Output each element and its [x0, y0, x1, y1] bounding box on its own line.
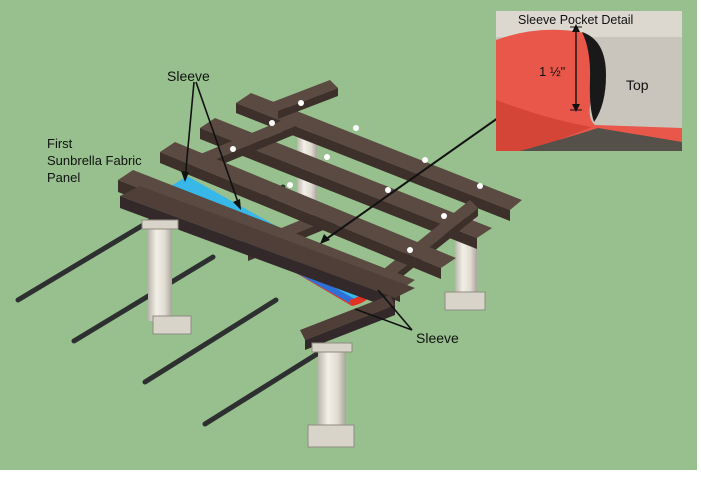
- first-panel-label-line1: First: [47, 136, 73, 151]
- inset-top-label: Top: [626, 77, 649, 93]
- support-rods: [15, 184, 328, 427]
- sleeve-label-top: Sleeve: [167, 68, 210, 84]
- main-beam-back: [236, 93, 522, 221]
- column-front-left: [141, 219, 192, 335]
- column-front-center: [307, 342, 355, 448]
- sleeve-label-bottom: Sleeve: [416, 330, 459, 346]
- inset-measurement: 1 ½": [539, 64, 566, 79]
- bolt-dots: [230, 100, 483, 253]
- sleeve-pocket-inset: Sleeve Pocket Detail 1 ½" Top: [496, 11, 682, 151]
- first-panel-label-line2: Sunbrella Fabric: [47, 153, 142, 168]
- arrow-heads: [181, 171, 330, 244]
- inset-title: Sleeve Pocket Detail: [518, 13, 633, 27]
- first-panel-label-line3: Panel: [47, 170, 80, 185]
- callout-lines: [184, 81, 506, 331]
